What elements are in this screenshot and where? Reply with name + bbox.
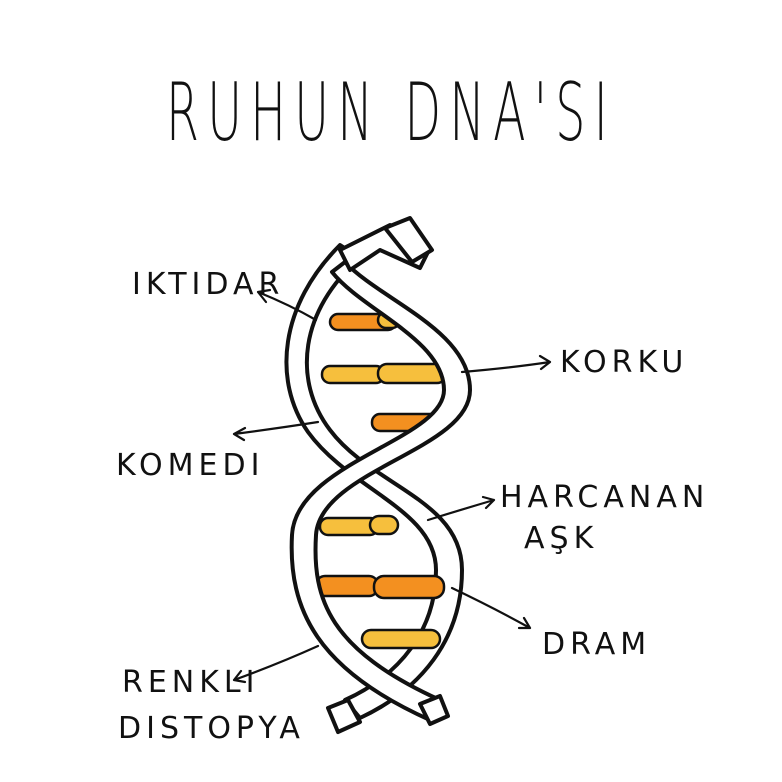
label-iktidar-text: IKTIDAR bbox=[132, 267, 284, 302]
rung-4b bbox=[368, 514, 400, 536]
helix-cap-bottom-right bbox=[418, 694, 450, 726]
rung-5 bbox=[314, 574, 380, 598]
label-komedi: KOMEDI bbox=[116, 420, 320, 483]
helix-cap-bottom bbox=[326, 698, 362, 734]
arrow-icon bbox=[256, 288, 318, 322]
rung-2 bbox=[320, 364, 386, 385]
arrow-icon bbox=[460, 354, 552, 374]
arrow-icon bbox=[450, 586, 532, 630]
helix-cap-top-right bbox=[383, 216, 434, 264]
label-harcanan-ask: HARCANAN AŞK bbox=[426, 480, 709, 556]
rung-6 bbox=[360, 628, 442, 650]
label-harcanan-line1: HARCANAN bbox=[500, 480, 709, 515]
arrow-icon bbox=[232, 644, 320, 684]
rung-5b bbox=[372, 574, 446, 600]
arrow-icon bbox=[232, 420, 320, 442]
label-korku: KORKU bbox=[460, 345, 688, 380]
label-renkli-line2: DISTOPYA bbox=[118, 711, 305, 746]
label-renkli-distopya: RENKLI DISTOPYA bbox=[118, 644, 320, 746]
page-title: RUHUN DNA'SI bbox=[166, 66, 616, 159]
label-korku-text: KORKU bbox=[560, 345, 688, 380]
label-komedi-text: KOMEDI bbox=[116, 448, 264, 483]
label-dram: DRAM bbox=[450, 586, 651, 662]
arrow-icon bbox=[426, 495, 496, 522]
dna-helix-icon bbox=[284, 216, 472, 734]
label-renkli-line1: RENKLI bbox=[122, 665, 259, 700]
label-iktidar: IKTIDAR bbox=[132, 267, 318, 322]
label-harcanan-line2: AŞK bbox=[524, 521, 598, 556]
label-dram-text: DRAM bbox=[542, 627, 651, 662]
